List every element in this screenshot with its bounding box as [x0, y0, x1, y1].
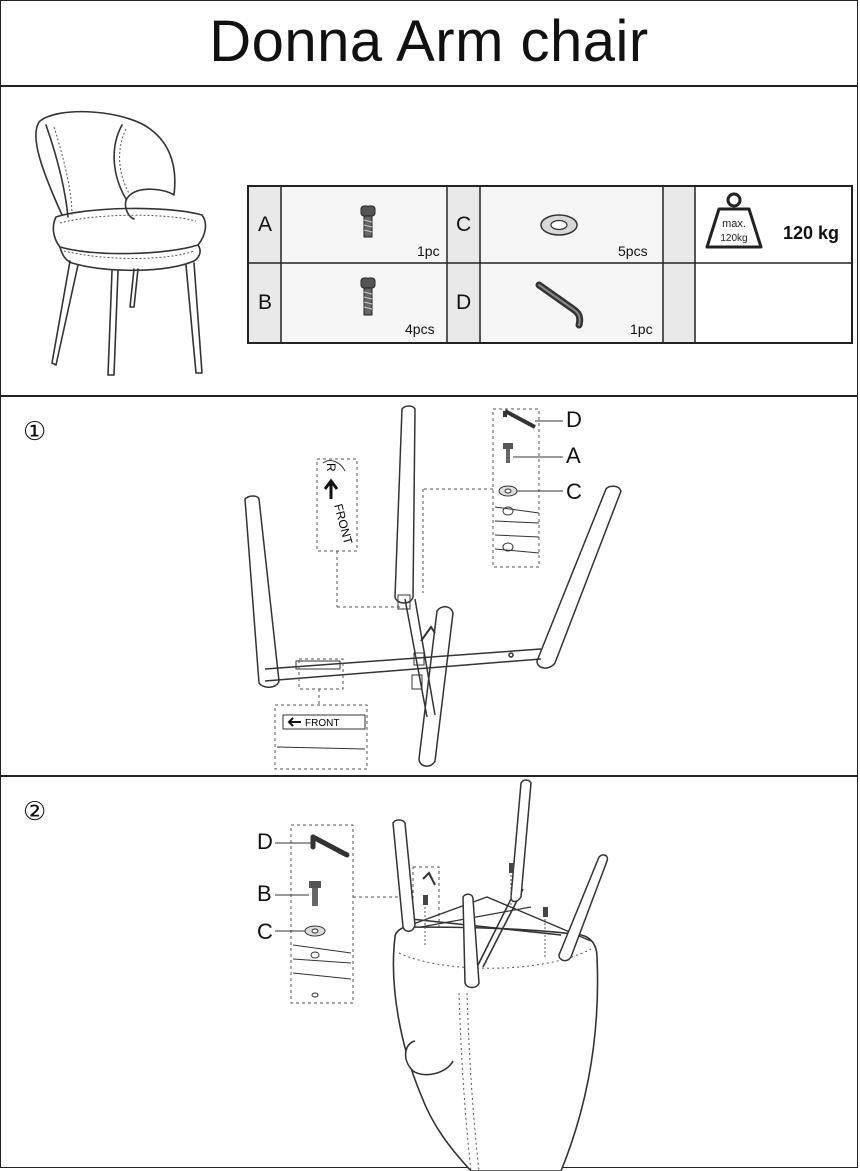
step1-diagram: R FRONT FRONT — [244, 405, 622, 770]
step1-parts-detail — [494, 409, 540, 554]
step1-band: ① — [1, 397, 857, 777]
step1-callout-c: C — [566, 479, 582, 504]
chair-illustration — [35, 110, 207, 376]
step1-callout-d: D — [566, 407, 582, 432]
title-band: Donna Arm chair — [1, 1, 857, 87]
part-c-quantity: 5pcs — [618, 243, 648, 259]
max-load-weight-icon: max. 120kg — [705, 192, 763, 249]
allen-key-icon — [535, 281, 584, 329]
bolt-short-icon — [360, 205, 376, 238]
front-label-vertical: FRONT — [331, 502, 355, 546]
page-title: Donna Arm chair — [209, 9, 649, 74]
step2-number: ② — [23, 797, 47, 827]
part-a-letter: A — [258, 213, 273, 236]
front-label-detail: FRONT — [276, 714, 366, 750]
bolt-icon — [309, 881, 321, 888]
step2-band: ② — [1, 777, 857, 1171]
part-c-letter: C — [456, 213, 472, 236]
front-label-horizontal: FRONT — [305, 718, 339, 729]
step2-callout-c: C — [257, 919, 273, 944]
step2-diagram — [275, 779, 609, 1171]
max-load-icon-text-bottom: 120kg — [720, 233, 747, 244]
part-d-letter: D — [456, 291, 472, 314]
parts-band: A B C D 1pc 4pcs 5pcs 1pc — [1, 87, 857, 397]
step2-callout-b: B — [257, 881, 272, 906]
step1-callout-a: A — [566, 443, 581, 468]
arrow-up-icon — [323, 478, 339, 499]
front-marker-detail: R FRONT — [322, 460, 355, 546]
part-b-letter: B — [258, 291, 273, 314]
bolt-icon — [503, 443, 513, 449]
allen-key-icon — [504, 409, 536, 429]
arrow-left-icon — [287, 717, 301, 727]
part-d-quantity: 1pc — [630, 321, 653, 337]
step2-parts-detail — [292, 834, 352, 998]
max-load-icon-text-top: max. — [722, 218, 746, 230]
marker-r-label: R — [324, 463, 338, 472]
step2-callout-d: D — [257, 829, 273, 854]
part-a-quantity: 1pc — [417, 243, 440, 259]
step1-number: ① — [23, 417, 47, 447]
parts-table: A B C D 1pc 4pcs 5pcs 1pc — [247, 185, 853, 345]
allen-key-icon — [310, 834, 350, 858]
upside-down-chair — [392, 779, 609, 1171]
max-load-label: 120 kg — [783, 223, 840, 243]
part-b-quantity: 4pcs — [405, 321, 435, 337]
bolt-long-icon — [360, 277, 376, 316]
washer-icon — [540, 214, 578, 236]
